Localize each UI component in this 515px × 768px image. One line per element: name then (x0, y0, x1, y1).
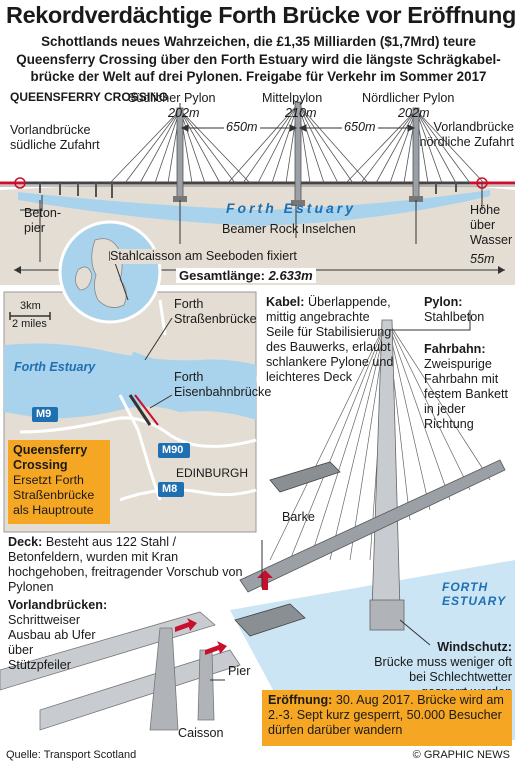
pylon-text: Stahlbeton (424, 310, 485, 324)
subtitle-line: Schottlands neues Wahrzeichen, die £1,35… (41, 34, 476, 49)
north-approach-label: Vorlandbrücke nördliche Zufahrt (419, 120, 514, 149)
cutaway-estuary-label: FORTH ESTUARY (442, 580, 507, 608)
map-scale-km: 3km (20, 300, 41, 312)
motorway-m8: M8 (162, 483, 178, 495)
vorland-text: Schrittweiser Ausbau ab Ufer über Stützp… (8, 613, 96, 672)
graphic-news-credit: © GRAPHIC NEWS (412, 749, 510, 761)
height-value: 55m (470, 252, 495, 266)
road-bridge-label: Forth Straßenbrücke (174, 297, 257, 326)
beton-pier-label: Beton- pier (24, 206, 62, 235)
vorland-title: Vorlandbrücken: (8, 598, 108, 612)
pylon-annotation: Pylon: Stahlbeton (424, 295, 514, 325)
map-estuary-label: Forth Estuary (14, 360, 96, 374)
motorway-m90: M90 (162, 444, 184, 456)
caisson-label: Stahlcaisson am Seeboden fixiert (110, 249, 297, 264)
subtitle-line: Queensferry Crossing über den Forth Estu… (16, 51, 501, 67)
page-title: Rekordverdächtige Forth Brücke vor Eröff… (6, 2, 515, 28)
subtitle: Schottlands neues Wahrzeichen, die £1,35… (6, 33, 511, 86)
kabel-annotation: Kabel: Überlappende, mittig angebrachte … (266, 295, 396, 385)
deck-text: Besteht aus 122 Stahl / Betonfeldern, wu… (8, 535, 243, 594)
north-pylon-label: Nördlicher Pylon (362, 91, 455, 105)
south-approach-label: Vorlandbrücke südliche Zufahrt (10, 123, 100, 152)
opening-title: Eröffnung: (268, 693, 333, 707)
deck-title: Deck: (8, 535, 43, 549)
queensferry-info-box: Queensferry Crossing Ersetzt Forth Straß… (8, 440, 110, 524)
north-pylon-height: 202m (398, 106, 430, 120)
south-pylon-label: Südlicher Pylon (128, 91, 216, 105)
fahrbahn-title: Fahrbahn: (424, 342, 486, 356)
middle-pylon-label: Mittelpylon (262, 91, 323, 105)
barge-label: Barke (282, 510, 315, 524)
south-pylon-height: 202m (168, 106, 200, 120)
span-2-label: 650m (342, 120, 378, 135)
opening-text: 30. Aug 2017. Brücke wird am 2.-3. Sept … (268, 693, 504, 737)
rail-bridge-label: Forth Eisenbahnbrücke (174, 370, 272, 399)
pier-label: Pier (228, 664, 251, 678)
subtitle-line: brücke der Welt auf drei Pylonen. Freiga… (30, 69, 487, 84)
city-label: EDINBURGH (176, 466, 249, 480)
total-length-value: 2.633m (268, 268, 313, 283)
opening-info-box: Eröffnung: 30. Aug 2017. Brücke wird am … (262, 690, 512, 746)
box-title: Queensferry Crossing (13, 443, 88, 472)
fahrbahn-annotation: Fahrbahn: Zweispurige Fahrbahn mit feste… (424, 342, 514, 432)
deck-annotation: Deck: Besteht aus 122 Stahl / Betonfelde… (8, 535, 248, 595)
fahrbahn-text: Zweispurige Fahrbahn mit festem Bankett … (424, 357, 508, 431)
bridge-name-label: QUEENSFERRY CROSSING (10, 90, 169, 104)
total-length: Gesamtlänge: 2.633m (176, 268, 316, 283)
pylon-title: Pylon: (424, 295, 463, 309)
kabel-text: Überlappende, mittig angebrachte Seile f… (266, 295, 394, 384)
middle-pylon-height: 210m (285, 106, 317, 120)
height-label: Höhe über Wasser (470, 203, 513, 247)
vorland-annotation: Vorlandbrücken: Schrittweiser Ausbau ab … (8, 598, 138, 673)
map-scale-miles: 2 miles (12, 318, 47, 330)
wind-title: Windschutz: (437, 640, 512, 654)
motorway-badges (32, 407, 190, 497)
kabel-title: Kabel: (266, 295, 305, 309)
span-1-label: 650m (224, 120, 260, 135)
total-length-label: Gesamtlänge: (179, 268, 265, 283)
estuary-label: Forth Estuary (226, 200, 357, 216)
box-text: Ersetzt Forth Straßenbrücke als Hauptrou… (13, 473, 95, 517)
island-label: Beamer Rock Inselchen (222, 222, 356, 236)
caisson-detail-label: Caisson (178, 726, 224, 740)
motorway-m9: M9 (36, 408, 52, 420)
source-credit: Quelle: Transport Scotland (6, 749, 137, 761)
